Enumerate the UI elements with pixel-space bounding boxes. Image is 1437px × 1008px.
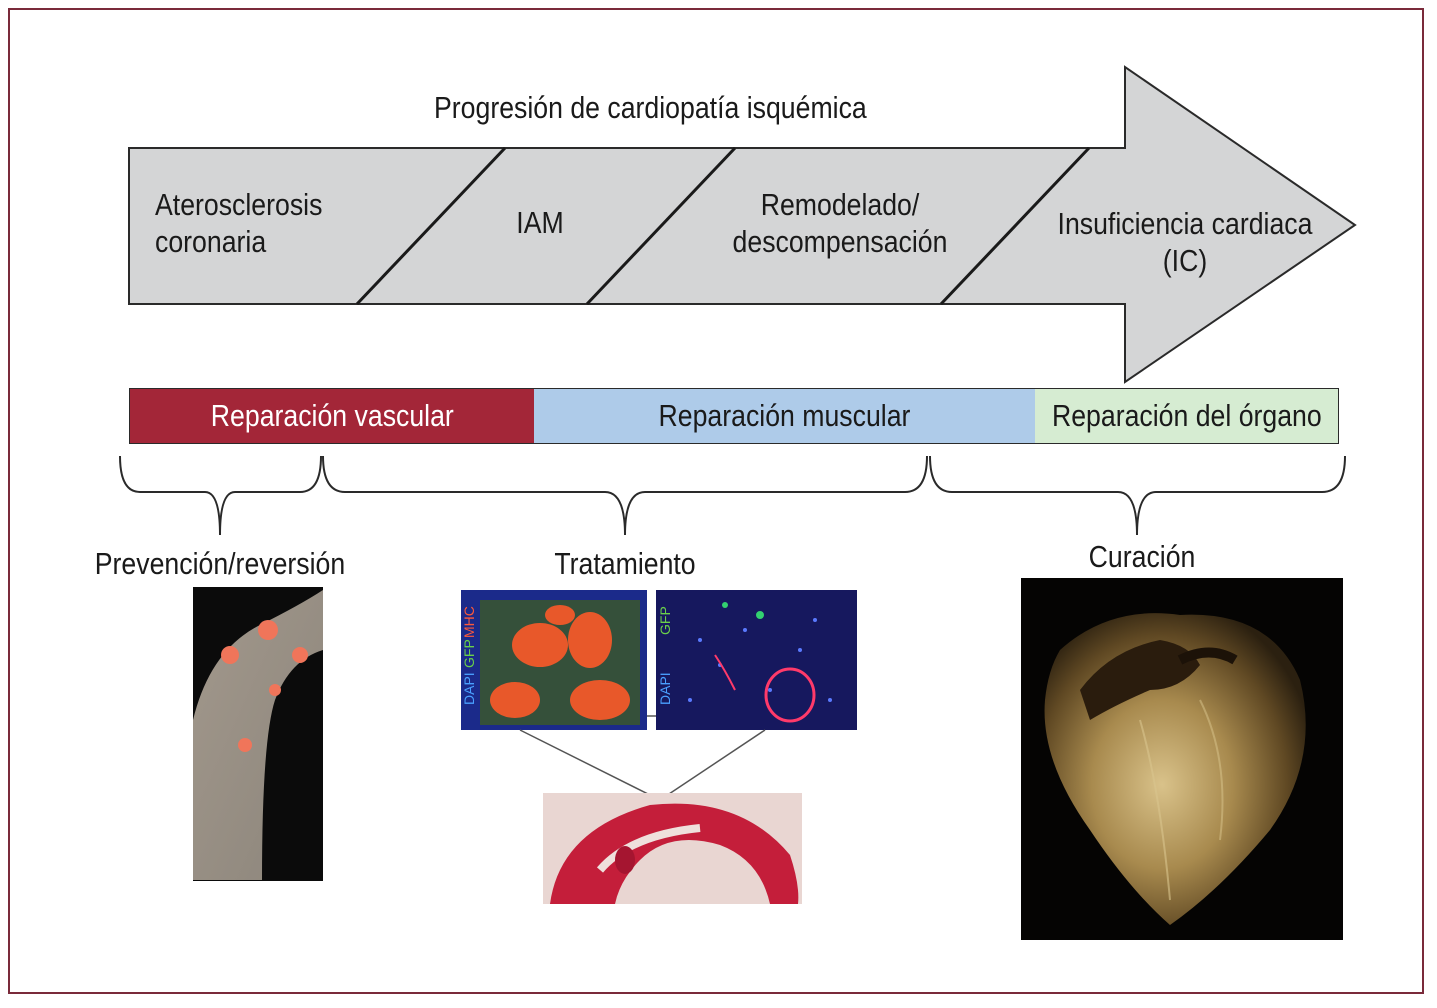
stage-4-line1: Insuficiencia cardiaca [1057, 206, 1313, 241]
stage-3-line1: Remodelado/ [760, 187, 920, 222]
stage-1-line2: coronaria [155, 223, 267, 259]
vessel-image [193, 587, 323, 881]
repair-bar-muscular: Reparación muscular [534, 388, 1036, 444]
repair-bar-vascular-label: Reparación vascular [210, 398, 454, 433]
micrograph-right-image [656, 590, 857, 730]
progression-arrow [128, 65, 1357, 384]
micrograph-right-gfp: GFP [657, 606, 673, 635]
stage-2-line1: IAM [516, 205, 564, 240]
stage-3-label: Remodelado/ descompensación [711, 187, 969, 260]
stage-4-line2: (IC) [1162, 242, 1208, 278]
stage-2-label: IAM [497, 205, 583, 242]
figure-frame [8, 8, 1424, 994]
stage-divider-2 [585, 146, 737, 306]
micrograph-right-dapi: DAPI [657, 672, 673, 705]
outcome-cure-label: Curación [1088, 539, 1196, 574]
stage-1-line1: Aterosclerosis [155, 187, 323, 222]
repair-bar-muscular-label: Reparación muscular [658, 398, 911, 433]
heart-section-image [543, 793, 802, 904]
stage-divider-1 [355, 146, 507, 306]
stage-4-label: Insuficiencia cardiaca (IC) [1052, 206, 1319, 279]
micrograph-left-gfp: GFP [461, 639, 477, 668]
brace-treatment [322, 455, 928, 536]
repair-bar-organ-label: Reparación del órgano [1051, 398, 1322, 433]
connector-line-left [519, 729, 661, 801]
brace-prevention [119, 455, 322, 536]
brace-cure [929, 455, 1346, 536]
stage-divider-3 [939, 146, 1091, 306]
repair-bar-organ: Reparación del órgano [1035, 388, 1339, 444]
connector-line-right [659, 729, 766, 801]
micrograph-left-mhc: MHC [461, 606, 477, 638]
stage-1-label: Aterosclerosis coronaria [155, 187, 322, 260]
outcome-treatment-label: Tratamiento [554, 546, 696, 581]
micrograph-left-image [461, 590, 647, 730]
heart-image [1021, 578, 1343, 940]
repair-bar-vascular: Reparación vascular [129, 388, 535, 444]
stage-3-line2: descompensación [732, 223, 948, 259]
outcome-prevention-label: Prevención/reversión [94, 546, 346, 581]
diagram-title: Progresión de cardiopatía isquémica [434, 90, 867, 125]
micrograph-left-dapi: DAPI [461, 672, 477, 705]
